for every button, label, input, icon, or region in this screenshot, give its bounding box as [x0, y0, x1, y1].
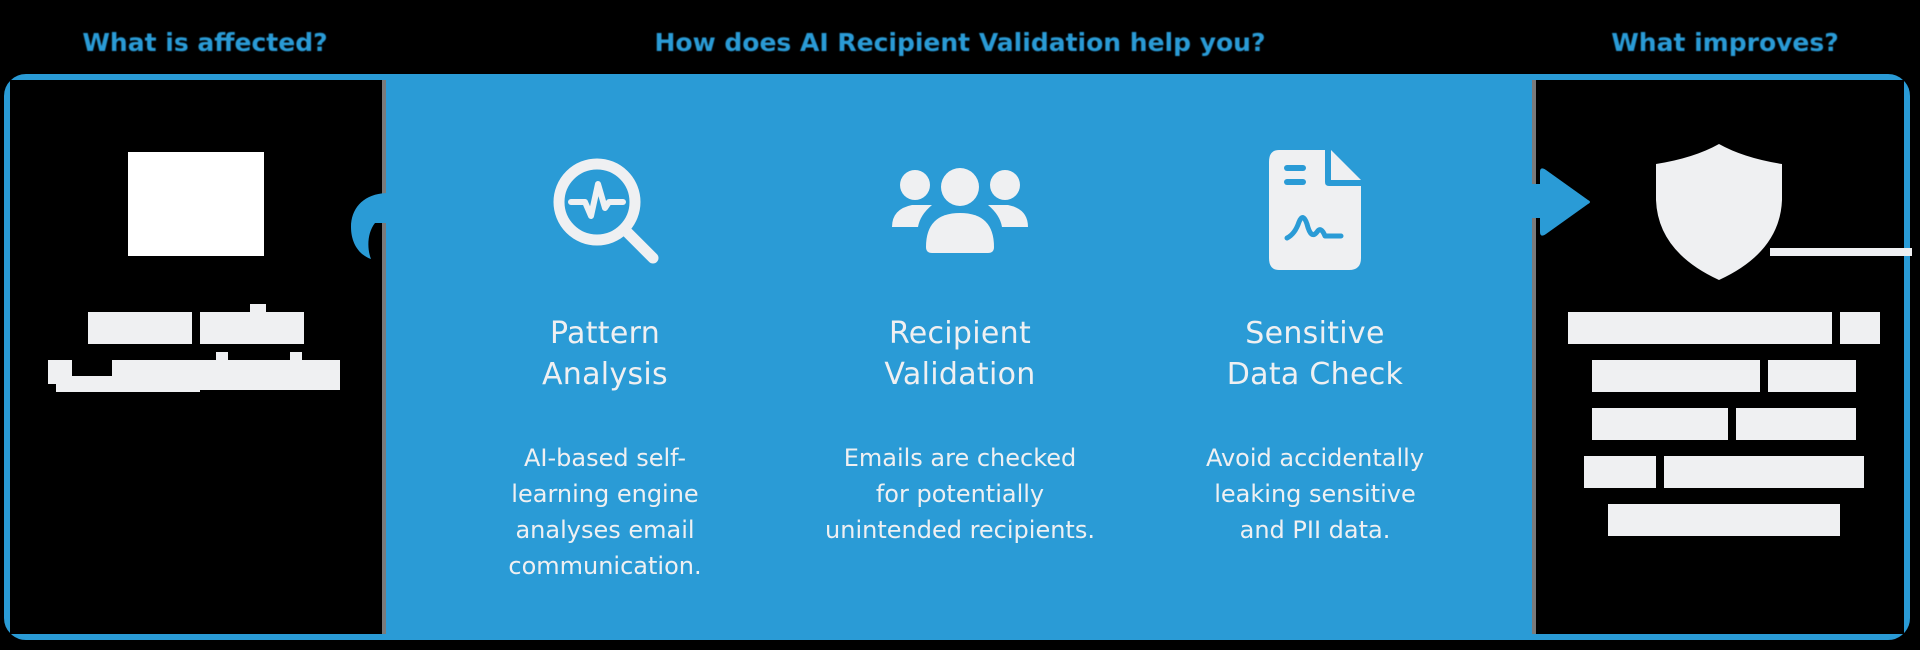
- affected-redacted-icon: [128, 152, 264, 256]
- divider-right: [1532, 80, 1536, 634]
- shield-icon: [1656, 144, 1782, 280]
- feature-title: Recipient Validation: [884, 316, 1036, 392]
- heading-how-does-it-help: How does AI Recipient Validation help yo…: [654, 28, 1266, 57]
- feature-sensitive-data-check: Sensitive Data Check Avoid accidentally …: [1155, 145, 1475, 548]
- file-signature-icon: [1155, 145, 1475, 275]
- connector-arrow-left: [351, 193, 389, 259]
- feature-recipient-validation: Recipient Validation Emails are checked …: [800, 145, 1120, 548]
- connector-arrow-right: [1530, 168, 1590, 236]
- feature-description: Avoid accidentally leaking sensitive and…: [1205, 444, 1425, 544]
- heading-what-is-affected: What is affected?: [82, 28, 328, 57]
- affected-redacted-icon-top: [136, 152, 256, 162]
- users-group-icon: [800, 145, 1120, 275]
- feature-title: Sensitive Data Check: [1226, 316, 1404, 392]
- feature-title: Pattern Analysis: [541, 316, 668, 392]
- feature-pattern-analysis: Pattern Analysis AI-based self- learning…: [445, 145, 765, 584]
- feature-description: Emails are checked for potentially unint…: [825, 444, 1095, 544]
- feature-description: AI-based self- learning engine analyses …: [508, 444, 702, 580]
- heading-what-improves: What improves?: [1611, 28, 1839, 57]
- divider-left: [382, 80, 386, 634]
- shield-underline: [1770, 248, 1912, 256]
- magnifier-pulse-icon: [445, 145, 765, 275]
